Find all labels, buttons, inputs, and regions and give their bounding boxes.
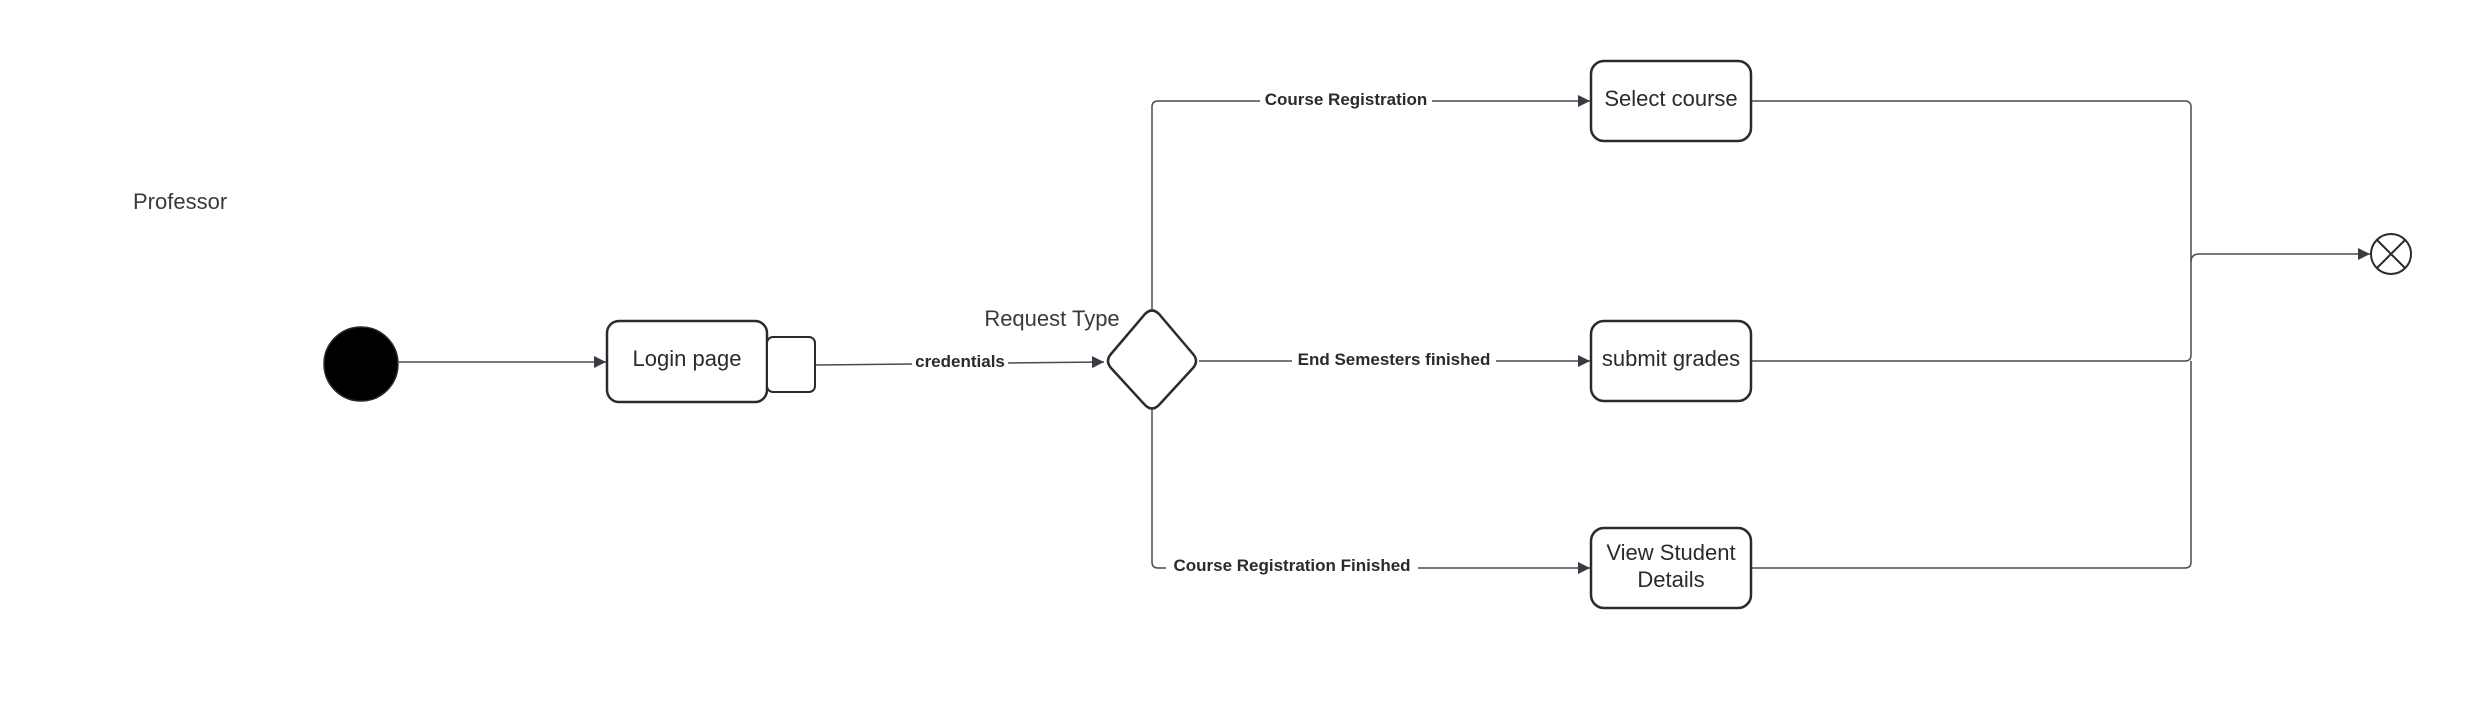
- edge-select-course-to-merge: [1751, 100, 2192, 362]
- edge-label-course-registration: Course Registration: [1260, 88, 1432, 110]
- edge-label-course-registration-finished-text: Course Registration Finished: [1173, 556, 1410, 575]
- edge-view-student-to-merge: [1751, 361, 2192, 569]
- action-select-course-label: Select course: [1604, 86, 1737, 111]
- flow-final-icon: [2370, 233, 2412, 275]
- action-submit-grades-label: submit grades: [1602, 346, 1740, 371]
- edge-label-end-semesters-finished: End Semesters finished: [1292, 348, 1496, 370]
- decision-diamond-icon: [1106, 309, 1198, 410]
- action-select-course[interactable]: Select course: [1589, 59, 1753, 143]
- edge-label-credentials: credentials: [912, 350, 1008, 372]
- actor-label: Professor: [133, 189, 227, 214]
- action-submit-grades[interactable]: submit grades: [1589, 319, 1753, 403]
- edge-label-course-registration-text: Course Registration: [1265, 90, 1427, 109]
- action-view-student-details-line2: Details: [1637, 567, 1704, 592]
- initial-node-icon: [323, 326, 399, 402]
- edge-label-course-registration-finished: Course Registration Finished: [1166, 554, 1418, 576]
- edge-decision-to-view-student: [1151, 410, 1590, 574]
- action-login-page[interactable]: Login page: [605, 319, 769, 404]
- edge-label-end-semesters-finished-text: End Semesters finished: [1298, 350, 1491, 369]
- output-pin: [766, 336, 816, 393]
- action-view-student-details-line1: View Student: [1606, 540, 1735, 565]
- action-login-page-label: Login page: [633, 346, 742, 371]
- edge-label-credentials-text: credentials: [915, 352, 1005, 371]
- edge-merge-to-final: [2190, 248, 2370, 263]
- action-view-student-details[interactable]: View Student Details: [1589, 526, 1753, 610]
- decision-label: Request Type: [984, 306, 1119, 331]
- edge-decision-to-select-course: [1151, 95, 1590, 311]
